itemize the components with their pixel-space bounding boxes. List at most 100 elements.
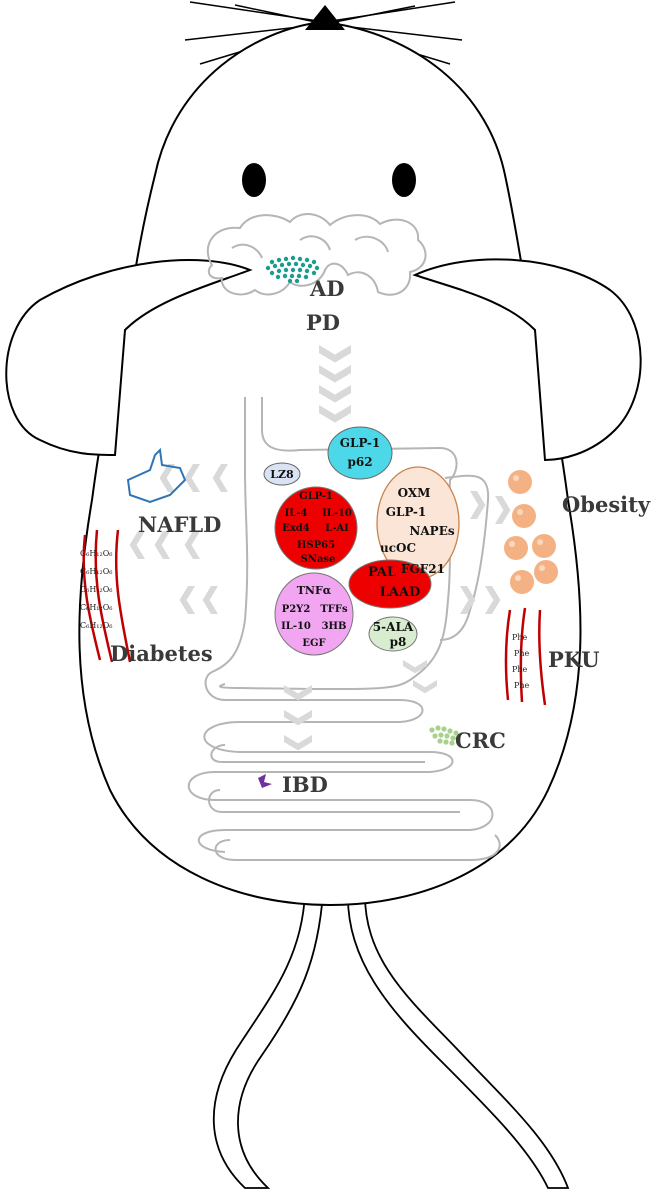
phe-label: Phe — [512, 633, 528, 642]
label-5ala: 5-ALA — [373, 620, 414, 634]
blood-vessel-glucose — [82, 529, 132, 663]
label-pd: PD — [306, 310, 340, 335]
plaque-dot — [275, 274, 281, 280]
glucose-label: C₆H₁₂O₆ — [80, 603, 112, 612]
plaque-dot — [272, 263, 278, 269]
label-laad: LAAD — [380, 585, 421, 600]
label-il4: IL-4 — [285, 508, 308, 519]
fat-droplet — [510, 570, 534, 594]
plaque-dot — [304, 268, 310, 274]
crc-dot — [453, 730, 459, 736]
flow-chevron — [319, 405, 351, 423]
fat-droplet-highlight — [509, 541, 515, 547]
flow-chevron — [202, 586, 218, 614]
flow-chevron — [212, 464, 228, 492]
plaque-dot — [311, 270, 317, 276]
circle-5ala-p8 — [368, 616, 418, 652]
label-fgf21: FGF21 — [401, 562, 445, 576]
label-il10-a: IL-10 — [322, 508, 352, 519]
plaque-dot — [297, 267, 303, 273]
plaque-dot — [290, 267, 296, 273]
fat-droplet-highlight — [539, 565, 545, 571]
label-napes: NAPEs — [409, 524, 454, 538]
brain-plaque-dots — [265, 255, 320, 284]
label-egf: EGF — [302, 638, 325, 649]
label-pal: PAL — [368, 565, 396, 580]
crc-dot — [455, 735, 461, 741]
crc-dot — [429, 727, 435, 733]
plaque-dot — [293, 261, 299, 267]
plaque-dot — [297, 256, 303, 262]
plaque-dot — [287, 278, 293, 284]
flow-chevrons — [129, 345, 511, 751]
plaque-dot — [282, 273, 288, 279]
label-pku: PKU — [548, 647, 600, 672]
label-nafld: NAFLD — [138, 512, 221, 537]
glucose-label: C₆H₁₂O₆ — [80, 585, 112, 594]
plaque-dot — [286, 261, 292, 267]
flow-chevron — [460, 586, 476, 614]
flow-chevron — [179, 586, 195, 614]
flow-chevron — [403, 660, 427, 674]
plaque-dot — [307, 263, 313, 269]
label-lz8: LZ8 — [270, 468, 294, 481]
label-obesity: Obesity — [562, 492, 651, 517]
crc-dot — [449, 740, 455, 746]
crc-dot — [441, 726, 447, 732]
plaque-dot — [311, 259, 317, 265]
plaque-dot — [269, 259, 275, 265]
plaque-dot — [294, 278, 300, 284]
flow-chevron — [129, 531, 145, 559]
label-tffs: TFFs — [320, 604, 348, 615]
label-glp1-a: GLP-1 — [340, 436, 380, 450]
label-3hb: 3HB — [322, 621, 347, 632]
label-exd4: Exd4 — [282, 523, 310, 534]
flow-chevron — [495, 496, 511, 524]
circle-pal-laad — [348, 559, 432, 609]
flow-chevron — [319, 385, 351, 403]
plaque-dot — [279, 262, 285, 268]
left-ear — [5, 259, 253, 457]
fat-droplet — [504, 536, 528, 560]
phe-label: Phe — [514, 649, 530, 658]
plaque-dot — [283, 267, 289, 273]
plaque-dot — [276, 268, 282, 274]
label-crc: CRC — [455, 728, 506, 753]
fat-droplet — [512, 504, 536, 528]
brain — [206, 213, 427, 296]
fat-droplet-highlight — [537, 539, 543, 545]
right-ear — [412, 258, 642, 462]
crc-tumor-icon — [429, 725, 461, 746]
crc-dot — [443, 739, 449, 745]
circle-lz8 — [263, 462, 301, 486]
plaque-dot — [314, 265, 320, 271]
nose — [305, 5, 345, 30]
label-lai: L-AI — [325, 523, 349, 534]
flow-chevron — [284, 710, 312, 726]
fat-droplet — [508, 470, 532, 494]
label-hsp65: HSP65 — [297, 540, 335, 551]
label-p8: p8 — [390, 635, 407, 649]
flow-chevron — [184, 464, 200, 492]
plaque-dot — [300, 262, 306, 268]
plaque-dot — [289, 273, 295, 279]
flow-chevron — [154, 531, 170, 559]
label-il10-b: IL-10 — [281, 621, 311, 632]
left-eye — [242, 163, 266, 197]
crc-dot — [432, 733, 438, 739]
plaque-dot — [269, 270, 275, 276]
flow-chevron — [284, 685, 312, 701]
flow-chevron — [485, 586, 501, 614]
fat-droplet — [534, 560, 558, 584]
label-p62: p62 — [347, 455, 372, 469]
label-snase: SNase — [301, 554, 336, 565]
tail — [212, 892, 324, 1189]
fat-droplets-icon — [504, 470, 558, 594]
flow-chevron — [319, 365, 351, 383]
plaque-dot — [304, 257, 310, 263]
flow-chevron — [470, 491, 486, 519]
liver-icon — [126, 447, 187, 504]
plaque-dot — [290, 255, 296, 261]
plaque-dot — [265, 265, 271, 271]
circle-pink — [274, 572, 354, 656]
